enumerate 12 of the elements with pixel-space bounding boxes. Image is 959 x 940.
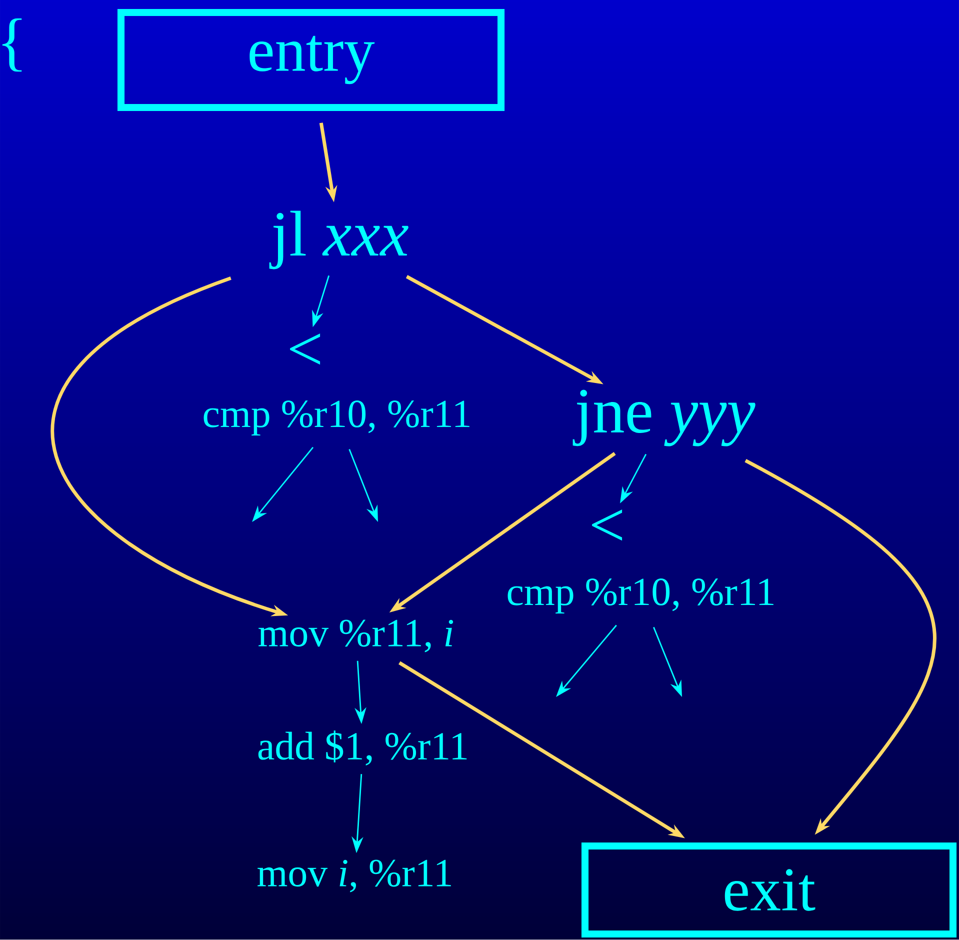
- instruction-text: cmp %r10, %r11: [508, 578, 774, 614]
- instruction-text: jne yyy: [572, 390, 756, 446]
- process-box: entry: [117, 9, 505, 112]
- comparison-symbol: <: [290, 334, 320, 365]
- instruction-text: mov i, %r11: [258, 860, 451, 892]
- instruction-text: jl xxx: [269, 210, 408, 270]
- instruction-text: add $1, %r11: [258, 730, 467, 766]
- process-box: exit: [581, 842, 957, 938]
- comparison-symbol: <: [592, 510, 622, 541]
- instruction-text: cmp %r10, %r11: [204, 400, 470, 436]
- instruction-text: mov %r11, i: [258, 620, 454, 652]
- brace: {: [2, 18, 22, 72]
